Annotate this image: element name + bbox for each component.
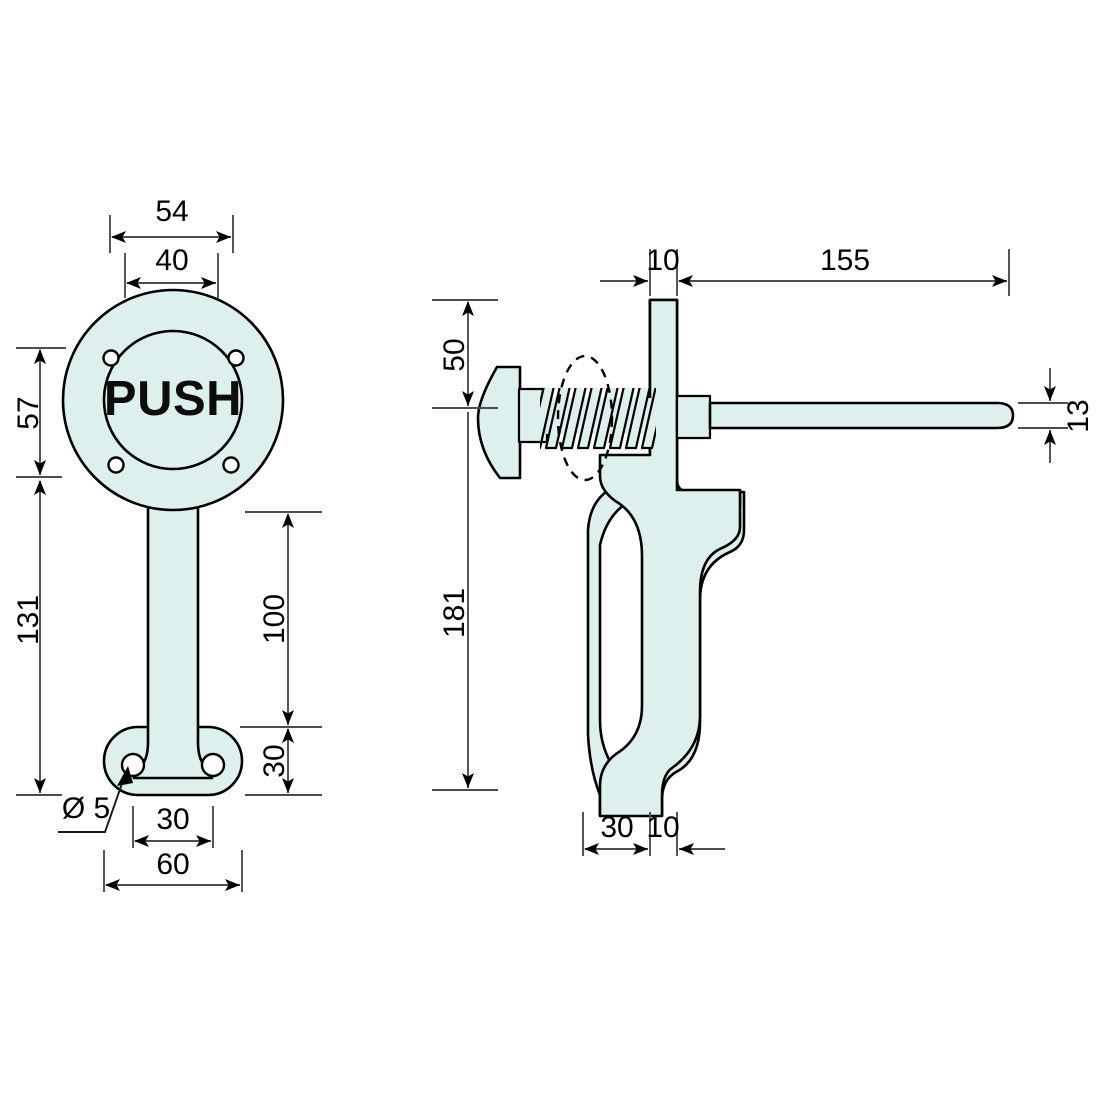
side-view-dimensions: 10 155 50 181 13 30 10 [432,244,1095,856]
hole-leader-arrow [117,766,133,786]
dim-base-width: 60 [156,848,189,881]
front-view-group: PUSH [61,288,285,797]
side-lever-bar [708,401,1015,430]
dim-base-height: 30 [258,744,291,777]
front-fixing-hole-bottom-right [222,456,240,474]
side-view-group [476,298,1015,818]
dim-rose-inner-dia: 40 [155,244,188,277]
dim-rose-outer-dia: 54 [155,195,188,228]
dim-hole-diameter: Ø 5 [62,792,110,825]
dim-lever-thickness: 13 [1062,399,1095,432]
side-knob-cap [476,365,522,480]
dim-handle-depth: 30 [600,811,633,844]
dim-overall-height: 181 [438,588,471,638]
dim-handle-wall: 10 [646,811,679,844]
dim-plate-thickness: 10 [646,244,679,277]
front-base-hole-right [200,752,226,778]
front-stem-and-base [102,468,244,797]
front-fixing-hole-top-left [102,349,120,367]
front-fixing-hole-top-right [227,349,245,367]
side-hidden-washer [556,354,614,482]
dim-rose-height: 57 [12,396,45,429]
front-stem [132,468,214,780]
side-shaft-boss [675,394,712,440]
dim-stem-length: 100 [258,594,291,644]
front-view-dimensions: 54 40 57 131 100 30 Ø 5 30 [12,195,322,892]
dim-front-total-height: 131 [12,595,45,645]
side-handle-profile [598,298,742,818]
push-label: PUSH [104,372,242,426]
dim-lever-length: 155 [820,244,870,277]
front-fixing-hole-bottom-left [107,456,125,474]
dim-knob-offset: 50 [438,338,471,371]
front-rose-inner [102,329,244,471]
dim-hole-spacing: 30 [156,803,189,836]
